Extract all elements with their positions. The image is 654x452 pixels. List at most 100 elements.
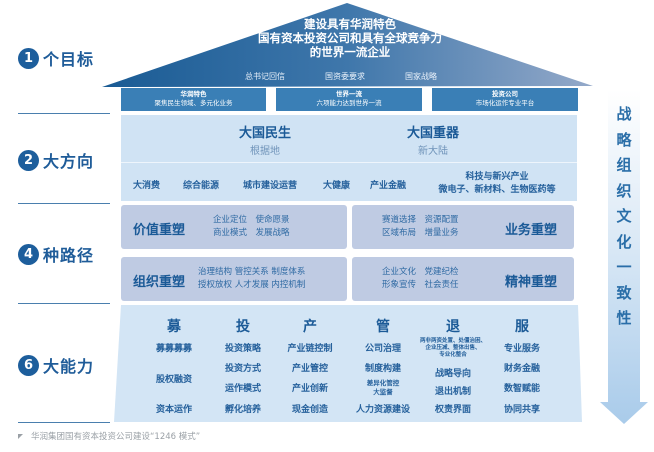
goal-pillar: 投资公司 市场化运作专业平台	[432, 88, 578, 111]
path-item: 企业文化 党建纪检	[382, 267, 459, 277]
goal-title: 建设具有华润特色 国有资本投资公司和具有全球竞争力 的世界一流企业	[250, 17, 450, 59]
goal-title-line: 国有资本投资公司和具有全球竞争力	[258, 31, 442, 45]
goal-source: 国资委要求	[325, 72, 365, 81]
goal-title-line: 建设具有华润特色	[304, 17, 396, 31]
capability-item-line: 大监督	[373, 387, 393, 396]
level-goal-label: 1 个目标	[18, 46, 94, 70]
path-title: 业务重塑	[505, 223, 558, 238]
capability-item: 投资方式	[224, 364, 261, 374]
goal-title-line: 的世界一流企业	[309, 45, 391, 59]
path-item: 赛道选择 资源配置	[382, 215, 459, 225]
path-item: 商业模式 发展战略	[213, 228, 290, 238]
capability-item: 现金创造	[291, 405, 328, 415]
capability-item: 股权融资	[155, 375, 192, 385]
capability-item-small: 差异化管控 大监督	[348, 379, 418, 396]
arrow-char: 组	[616, 156, 632, 174]
capability-head: 募	[167, 319, 181, 335]
capability-head: 退	[446, 319, 460, 335]
sector-tech-title: 科技与新兴产业	[465, 172, 529, 182]
sector-item: 综合能源	[183, 181, 220, 191]
level-divider	[18, 303, 110, 304]
arrow-char: 织	[616, 181, 632, 200]
goal-pillar: 华润特色 聚焦民生领域、多元化业务	[121, 88, 266, 111]
sector-item: 城市建设运营	[243, 181, 298, 191]
level-number-badge: 6	[18, 354, 39, 376]
path-items: 企业定位 使命愿景 商业模式 发展战略	[213, 214, 290, 240]
roof-shape	[102, 3, 593, 87]
path-item: 治理结构 管控关系 制度体系	[198, 267, 306, 277]
path-box-value	[121, 205, 347, 249]
arrow-char: 文	[616, 207, 632, 225]
capability-item: 人力资源建设	[355, 405, 410, 415]
arrow-char: 致	[616, 283, 632, 302]
direction-sub: 新大陆	[418, 146, 448, 157]
capability-item: 产业创新	[291, 384, 328, 394]
pillar-title: 投资公司	[492, 90, 518, 98]
level-number-badge: 2	[18, 149, 39, 171]
directions-divider	[121, 162, 577, 163]
direction-title: 大国重器	[406, 126, 459, 141]
arrow-char: 性	[616, 309, 632, 327]
sector-item: 大健康	[323, 181, 351, 191]
sector-tech: 科技与新兴产业 微电子、新材料、生物医药等	[426, 171, 568, 197]
capability-item: 制度构建	[364, 364, 401, 374]
path-title: 组织重塑	[133, 275, 186, 290]
capability-item: 孵化培养	[224, 405, 261, 415]
capability-item: 资本运作	[155, 405, 192, 415]
capability-item: 数智赋能	[503, 384, 540, 394]
arrow-char: 战	[616, 105, 632, 123]
level-text: 种路径	[43, 246, 95, 265]
capabilities-panel	[114, 305, 582, 422]
caption-marker-icon	[18, 433, 23, 439]
level-path-label: 4 种路径	[18, 242, 94, 266]
directions-panel	[121, 115, 577, 201]
down-arrow-icon	[600, 90, 648, 424]
capability-item-line: 两非两资处置、处僵治困、	[419, 338, 486, 344]
level-number-badge: 1	[18, 47, 39, 69]
direction-title: 大国民生	[238, 126, 291, 141]
capability-item-line: 差异化管控	[366, 379, 400, 387]
capability-item-line: 企业压减、整体出售、	[425, 345, 481, 351]
direction-sub: 根据地	[250, 146, 280, 157]
level-divider	[18, 203, 110, 204]
capability-item-line: 专业化整合	[439, 352, 467, 358]
level-divider	[18, 422, 110, 423]
path-item: 形象宣传 社会责任	[382, 280, 459, 290]
level-number-badge: 4	[18, 243, 39, 265]
capability-head: 服	[515, 319, 529, 335]
capability-item: 专业服务	[503, 344, 540, 354]
sector-tech-desc: 微电子、新材料、生物医药等	[438, 185, 556, 195]
capability-head: 产	[303, 319, 317, 335]
arrow-char: 略	[616, 130, 632, 149]
capability-item: 投资策略	[224, 344, 261, 354]
goal-roof	[102, 3, 593, 87]
capability-head: 管	[376, 319, 390, 335]
path-title: 精神重塑	[505, 275, 558, 290]
path-item: 企业定位 使命愿景	[213, 215, 290, 225]
path-items: 企业文化 党建纪检 形象宣传 社会责任	[382, 266, 459, 292]
capability-item-small: 两非两资处置、处僵治困、 企业压减、整体出售、 专业化整合	[408, 338, 498, 359]
capability-item: 募募募募	[155, 344, 192, 354]
path-item: 区域布局 增量业务	[382, 228, 459, 238]
arrow-char: 化	[616, 232, 632, 251]
capability-item: 财务金融	[503, 364, 540, 374]
level-text: 大能力	[43, 357, 95, 376]
capability-item: 退出机制	[434, 387, 471, 397]
capability-head: 投	[236, 319, 250, 335]
caption-text: 华润集团国有资本投资公司建设“1246 模式”	[31, 432, 201, 442]
capability-item: 产业管控	[291, 364, 328, 374]
path-items: 赛道选择 资源配置 区域布局 增量业务	[382, 214, 459, 240]
sector-item: 大消费	[133, 181, 161, 191]
sector-item: 产业金融	[370, 181, 407, 191]
path-box-business	[352, 205, 574, 249]
goal-source: 总书记回信	[245, 72, 285, 81]
capability-item: 产业链控制	[287, 344, 333, 354]
pillar-desc: 聚焦民生领域、多元化业务	[154, 99, 233, 107]
level-text: 个目标	[43, 50, 95, 69]
path-item: 授权放权 人才发展 内控机制	[198, 280, 306, 290]
capability-item: 战略导向	[434, 369, 471, 379]
pillar-title: 华润特色	[180, 90, 207, 98]
level-divider	[18, 113, 110, 114]
figure-caption: 华润集团国有资本投资公司建设“1246 模式”	[18, 430, 200, 442]
level-capability-label: 6 大能力	[18, 353, 94, 377]
